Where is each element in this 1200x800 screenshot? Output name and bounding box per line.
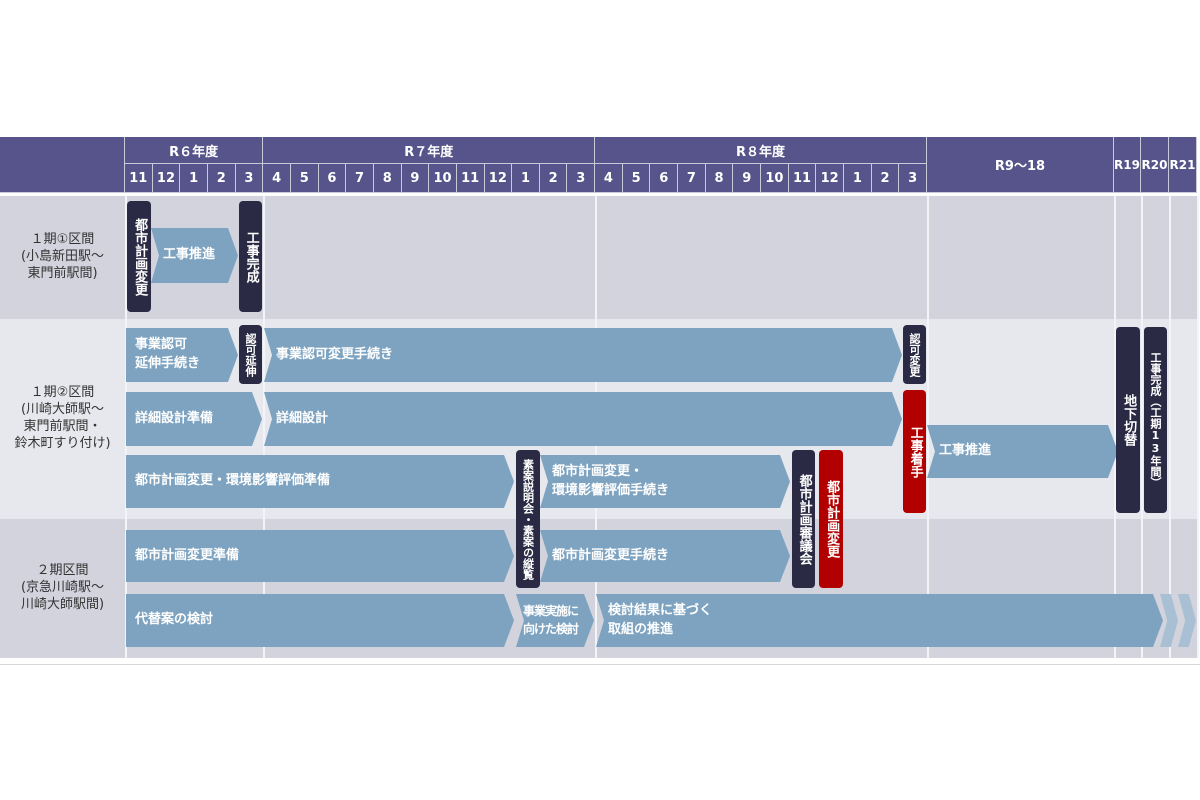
milestone-box: 工事着手 bbox=[903, 390, 926, 513]
month-header: 2 bbox=[539, 164, 568, 193]
task-bar: 都市計画変更・環境影響評価準備 bbox=[126, 455, 514, 508]
task-bar: 事業認可 延伸手続き bbox=[126, 328, 238, 382]
later-year-header: R19 bbox=[1114, 137, 1141, 193]
grid-line bbox=[263, 196, 265, 658]
fiscal-year-header: R８年度 bbox=[595, 137, 927, 164]
section-label: ２期区間 (京急川崎駅～ 川崎大師駅間) bbox=[20, 563, 105, 612]
month-header: 5 bbox=[290, 164, 319, 193]
month-header: 5 bbox=[622, 164, 651, 193]
month-header: 10 bbox=[429, 164, 457, 193]
task-bar: 都市計画変更準備 bbox=[126, 530, 514, 582]
month-header: 3 bbox=[899, 164, 927, 193]
month-header: 4 bbox=[263, 164, 291, 193]
task-bar: 検討結果に基づく 取組の推進 bbox=[596, 594, 1163, 647]
bottom-rule bbox=[0, 664, 1200, 665]
task-bar: 事業実施に 向けた検討 bbox=[516, 594, 594, 647]
grid-line bbox=[1169, 196, 1171, 658]
task-bar: 都市計画変更手続き bbox=[540, 530, 790, 582]
milestone-box: 都市計画変更 bbox=[819, 450, 843, 588]
grid-line bbox=[1114, 196, 1116, 658]
month-header: 1 bbox=[180, 164, 208, 193]
header-corner bbox=[0, 137, 125, 193]
continuation-chevron-icon bbox=[1178, 594, 1196, 647]
continuation-chevron-icon bbox=[1160, 594, 1178, 647]
grid-line bbox=[1141, 196, 1143, 658]
month-header: 1 bbox=[844, 164, 872, 193]
month-header: 6 bbox=[318, 164, 347, 193]
fiscal-year-header: R６年度 bbox=[125, 137, 264, 164]
fiscal-year-header: R７年度 bbox=[263, 137, 596, 164]
milestone-box: 素案説明会・素案の縦覧 bbox=[516, 450, 540, 588]
month-header: 9 bbox=[401, 164, 430, 193]
task-bar: 詳細設計 bbox=[264, 392, 902, 446]
milestone-box: 工事完成 bbox=[239, 201, 262, 312]
section-label: １期②区間 (川崎大師駅～ 東門前駅間・ 鈴木町すり付け) bbox=[14, 385, 111, 451]
month-header: 3 bbox=[235, 164, 264, 193]
month-header: 8 bbox=[705, 164, 734, 193]
month-header: 10 bbox=[761, 164, 789, 193]
task-bar: 工事推進 bbox=[927, 425, 1118, 478]
month-header: 2 bbox=[207, 164, 236, 193]
month-header: 2 bbox=[871, 164, 900, 193]
month-header: 12 bbox=[484, 164, 513, 193]
month-header: 11 bbox=[456, 164, 485, 193]
milestone-box: 工事完成（工期13年間） bbox=[1144, 327, 1167, 513]
month-header: 12 bbox=[816, 164, 845, 193]
milestone-box: 認可延伸 bbox=[239, 325, 262, 384]
month-header: 11 bbox=[788, 164, 817, 193]
section-label: １期①区間 (小島新田駅～ 東門前駅間) bbox=[20, 232, 105, 281]
task-bar: 詳細設計準備 bbox=[126, 392, 262, 446]
month-header: 8 bbox=[373, 164, 402, 193]
month-header: 12 bbox=[152, 164, 181, 193]
task-bar: 事業認可変更手続き bbox=[264, 328, 902, 382]
month-header: 6 bbox=[650, 164, 679, 193]
later-year-header: R20 bbox=[1141, 137, 1169, 193]
month-header: 7 bbox=[678, 164, 706, 193]
milestone-box: 都市計画審議会 bbox=[792, 450, 815, 588]
milestone-box: 地下切替 bbox=[1116, 327, 1140, 513]
later-year-header: R21 bbox=[1169, 137, 1197, 193]
grid-line bbox=[1197, 196, 1199, 658]
milestone-box: 認可変更 bbox=[903, 325, 926, 384]
task-bar: 代替案の検討 bbox=[126, 594, 514, 647]
milestone-box: 都市計画変更 bbox=[127, 201, 151, 312]
month-header: 7 bbox=[346, 164, 374, 193]
task-bar: 都市計画変更・ 環境影響評価手続き bbox=[540, 455, 790, 508]
month-header: 11 bbox=[125, 164, 153, 193]
later-year-header: R9～18 bbox=[927, 137, 1114, 193]
month-header: 1 bbox=[512, 164, 540, 193]
month-header: 9 bbox=[733, 164, 762, 193]
task-bar: 工事推進 bbox=[151, 228, 238, 283]
month-header: 3 bbox=[567, 164, 596, 193]
month-header: 4 bbox=[595, 164, 623, 193]
